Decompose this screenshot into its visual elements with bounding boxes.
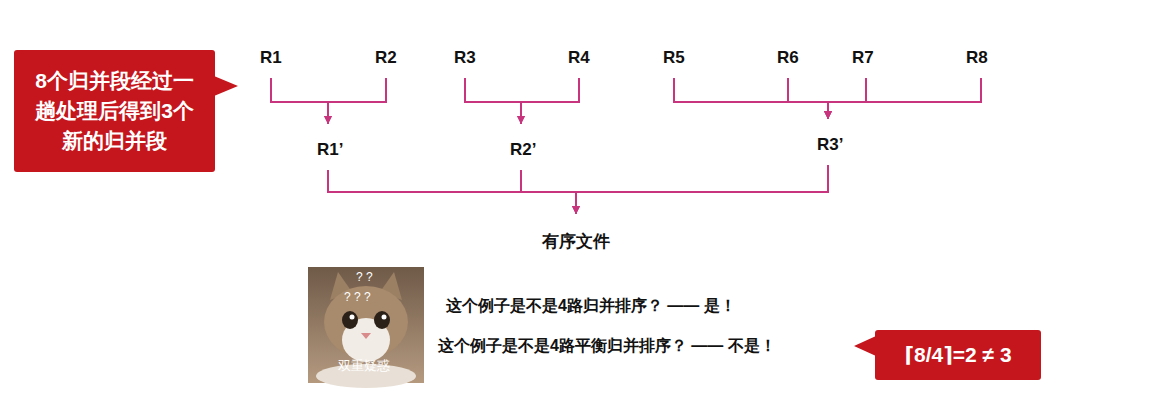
node-text: R2 bbox=[375, 48, 397, 68]
merge-bracket bbox=[465, 78, 521, 124]
merge-bracket bbox=[828, 78, 981, 119]
run-label: R1’ bbox=[317, 140, 343, 160]
node-text: R1’ bbox=[317, 140, 343, 160]
run-label: R6 bbox=[777, 48, 799, 68]
picture-caption: ? ? bbox=[356, 270, 373, 284]
run-label: R7 bbox=[852, 48, 874, 68]
callout-pointer bbox=[214, 76, 238, 96]
merge-bracket bbox=[271, 78, 328, 124]
merge-bracket bbox=[788, 78, 828, 119]
node-text: ⌈8/4⌉=2 ≠ 3 bbox=[904, 343, 1011, 367]
run-label: R3’ bbox=[817, 135, 843, 155]
run-label: R1 bbox=[260, 48, 282, 68]
node-text: R8 bbox=[966, 48, 988, 68]
run-label: 有序文件 bbox=[542, 230, 610, 253]
cat-picture bbox=[308, 267, 424, 388]
run-label: R2 bbox=[375, 48, 397, 68]
node-text: 8个归并段经过一趟处理后得到3个新的归并段 bbox=[28, 66, 201, 156]
node-text: R6 bbox=[777, 48, 799, 68]
node-text: R1 bbox=[260, 48, 282, 68]
node-text: R4 bbox=[568, 48, 590, 68]
run-label: R5 bbox=[663, 48, 685, 68]
node-text: 有序文件 bbox=[542, 230, 610, 253]
callout-box: 8个归并段经过一趟处理后得到3个新的归并段 bbox=[14, 50, 215, 172]
merge-bracket bbox=[521, 78, 579, 124]
picture-caption: 双重疑惑 bbox=[338, 357, 390, 375]
note-text: 这个例子是不是4路平衡归并排序？ —— 不是！ bbox=[438, 336, 776, 357]
node-text: R5 bbox=[663, 48, 685, 68]
merge-bracket bbox=[828, 78, 866, 119]
run-label: R3 bbox=[454, 48, 476, 68]
run-label: R4 bbox=[568, 48, 590, 68]
merge-bracket bbox=[576, 165, 828, 214]
callout-box: ⌈8/4⌉=2 ≠ 3 bbox=[875, 330, 1041, 380]
picture-caption: ? ? ? bbox=[344, 290, 371, 304]
merge-bracket bbox=[521, 170, 576, 214]
run-label: R8 bbox=[966, 48, 988, 68]
node-text: R7 bbox=[852, 48, 874, 68]
node-text: R3’ bbox=[817, 135, 843, 155]
run-label: R2’ bbox=[510, 140, 536, 160]
merge-bracket bbox=[328, 78, 386, 124]
callout-pointer bbox=[854, 336, 876, 356]
node-text: R2’ bbox=[510, 140, 536, 160]
merge-bracket bbox=[328, 170, 576, 214]
merge-bracket bbox=[674, 78, 828, 119]
note-text: 这个例子是不是4路归并排序？ —— 是！ bbox=[446, 296, 736, 317]
node-text: R3 bbox=[454, 48, 476, 68]
